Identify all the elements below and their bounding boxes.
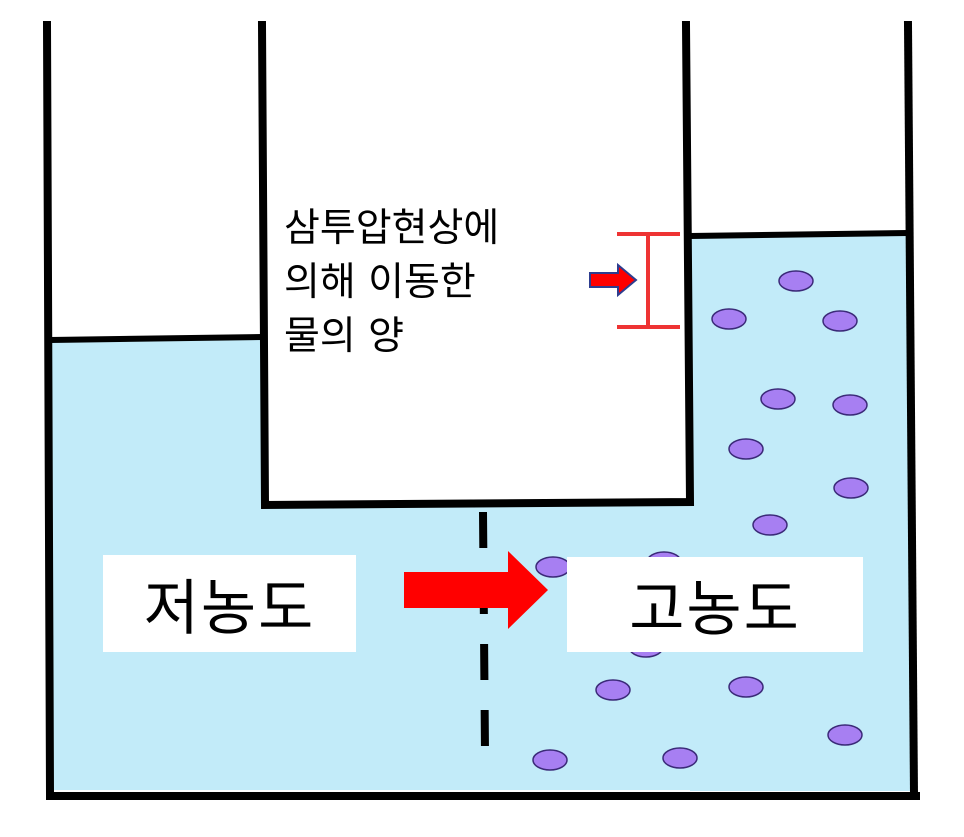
solute-particle	[827, 724, 863, 746]
water-rise-bracket	[617, 232, 680, 329]
low-side-water-surface	[49, 334, 263, 343]
container-right-wall	[903, 20, 919, 800]
annotation-line-1: 삼투압현상에	[284, 206, 500, 251]
solute-particle	[760, 388, 796, 410]
high-concentration-label: 고농도	[567, 557, 863, 652]
solute-particle	[728, 676, 764, 698]
u-tube-divider	[257, 20, 695, 510]
solute-particle	[778, 270, 814, 292]
solute-particle	[822, 310, 858, 332]
water-flow-arrow-icon	[404, 551, 548, 629]
solute-particles	[532, 270, 869, 771]
solute-particle	[832, 394, 868, 416]
container-left-wall	[42, 20, 55, 800]
solute-particle	[728, 438, 764, 460]
container	[42, 20, 920, 800]
solute-particle	[711, 308, 747, 330]
solute-particle	[595, 679, 631, 701]
small-arrow-icon	[589, 262, 638, 298]
low-concentration-label: 저농도	[103, 555, 356, 652]
low-concentration-water	[47, 340, 690, 790]
annotation-line-2: 의해 이동한	[284, 260, 476, 305]
solute-particle	[662, 747, 698, 769]
annotation-line-3: 물의 양	[284, 314, 405, 359]
semipermeable-membrane	[479, 511, 489, 753]
solute-particle	[833, 477, 869, 499]
osmosis-annotation: 삼투압현상에 의해 이동한 물의 양	[284, 202, 584, 364]
solute-particle	[535, 556, 571, 578]
solute-particle	[752, 514, 788, 536]
high-side-water-surface	[689, 230, 909, 239]
solute-particle	[532, 749, 568, 771]
